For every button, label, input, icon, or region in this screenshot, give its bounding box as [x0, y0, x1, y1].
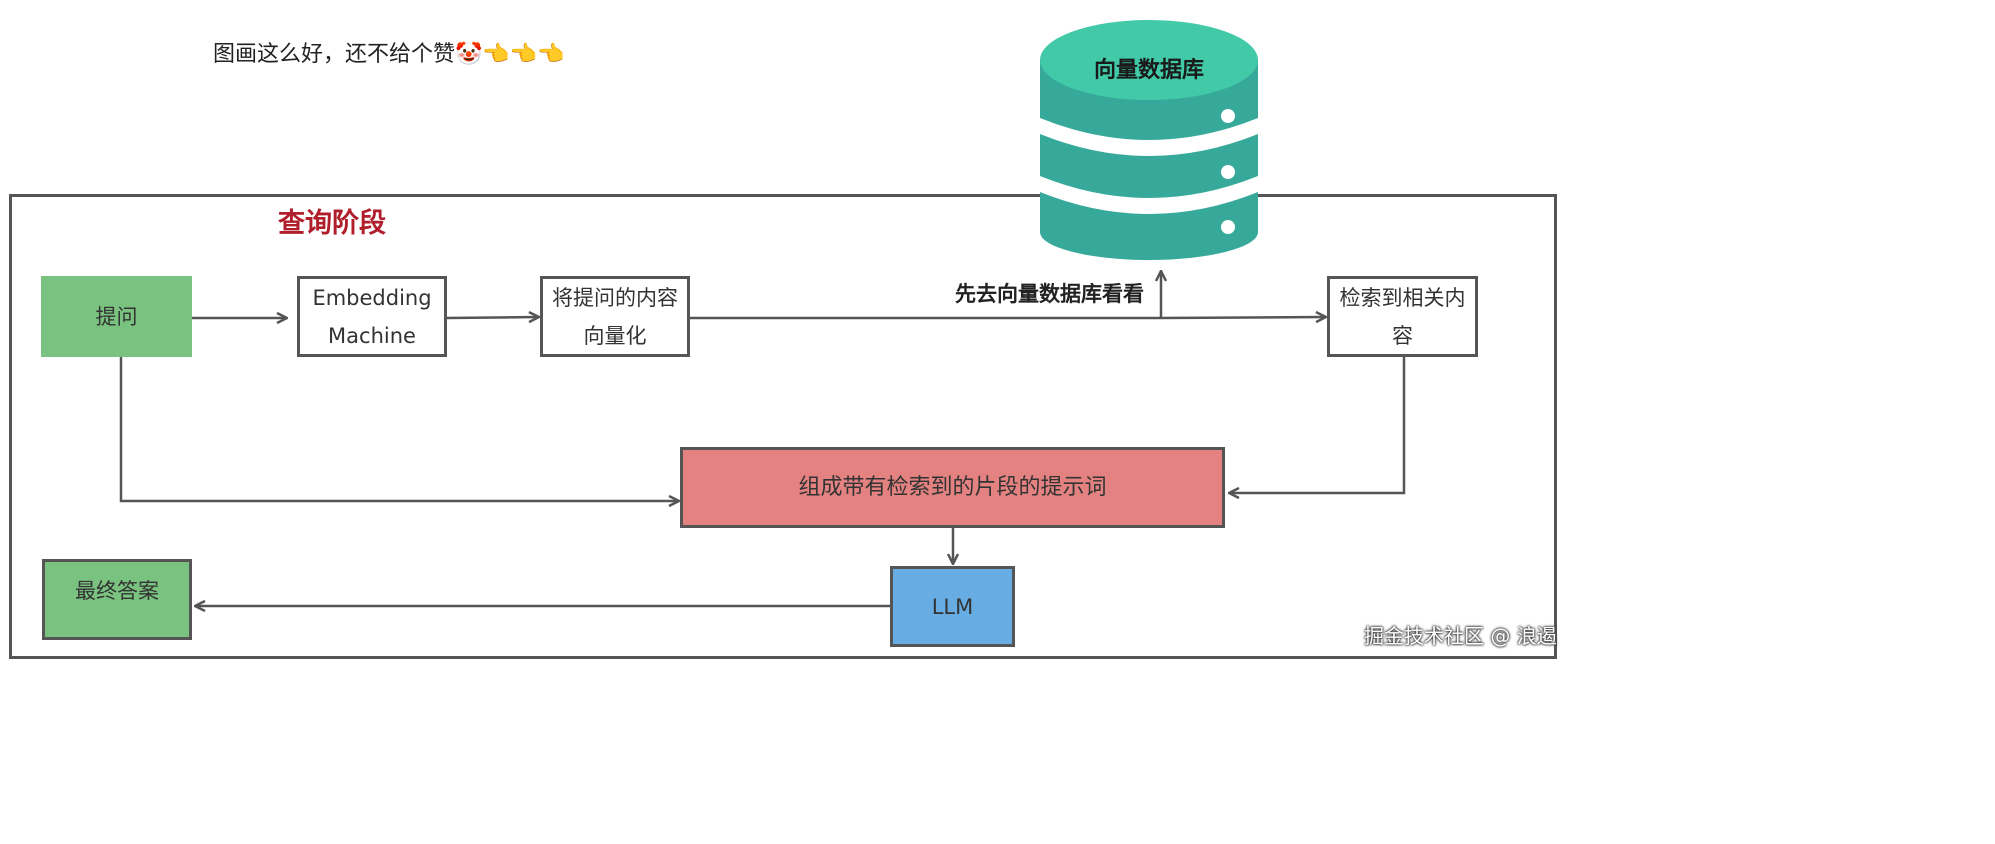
node-prompt: 组成带有检索到的片段的提示词 [680, 447, 1225, 528]
node-llm-label: LLM [931, 594, 974, 619]
node-retrieved-line2: 容 [1392, 323, 1413, 348]
node-ask-label: 提问 [95, 304, 138, 329]
node-prompt-label: 组成带有检索到的片段的提示词 [798, 474, 1107, 500]
node-final-answer: 最终答案 [42, 559, 192, 640]
caption: 图画这么好，还不给个赞🤡👈👈👈 [213, 36, 565, 68]
node-retrieved-line1: 检索到相关内 [1339, 285, 1466, 310]
watermark: 掘金技术社区 @ 浪遏 [1364, 624, 1557, 648]
node-llm: LLM [890, 566, 1015, 647]
edge-embedding-to-vectorize [446, 317, 538, 318]
edge-retrieved-to-prompt [1230, 357, 1406, 493]
node-ask: 提问 [41, 276, 192, 357]
edge-vectorize-to-retrieved [690, 317, 1325, 318]
stage-title: 查询阶段 [278, 208, 386, 239]
database-label: 向量数据库 [1093, 58, 1204, 83]
node-vectorize-line1: 将提问的内容 [552, 285, 678, 310]
node-retrieved: 检索到相关内 容 [1327, 276, 1478, 357]
node-embedding-line1: Embedding [312, 285, 432, 310]
caption-text: 图画这么好，还不给个赞 [213, 42, 456, 67]
node-vectorize: 将提问的内容 向量化 [540, 276, 690, 357]
caption-emoji: 🤡👈👈👈 [455, 42, 565, 67]
node-final-label: 最终答案 [75, 579, 159, 603]
query-stage-frame [9, 194, 1557, 659]
node-embedding-line2: Machine [328, 323, 416, 348]
node-vectorize-line2: 向量化 [583, 323, 647, 348]
database-icon [1040, 20, 1258, 260]
edge-label: 先去向量数据库看看 [955, 278, 1144, 308]
edge-ask-to-prompt [119, 357, 678, 501]
node-embedding-machine: Embedding Machine [297, 276, 447, 357]
